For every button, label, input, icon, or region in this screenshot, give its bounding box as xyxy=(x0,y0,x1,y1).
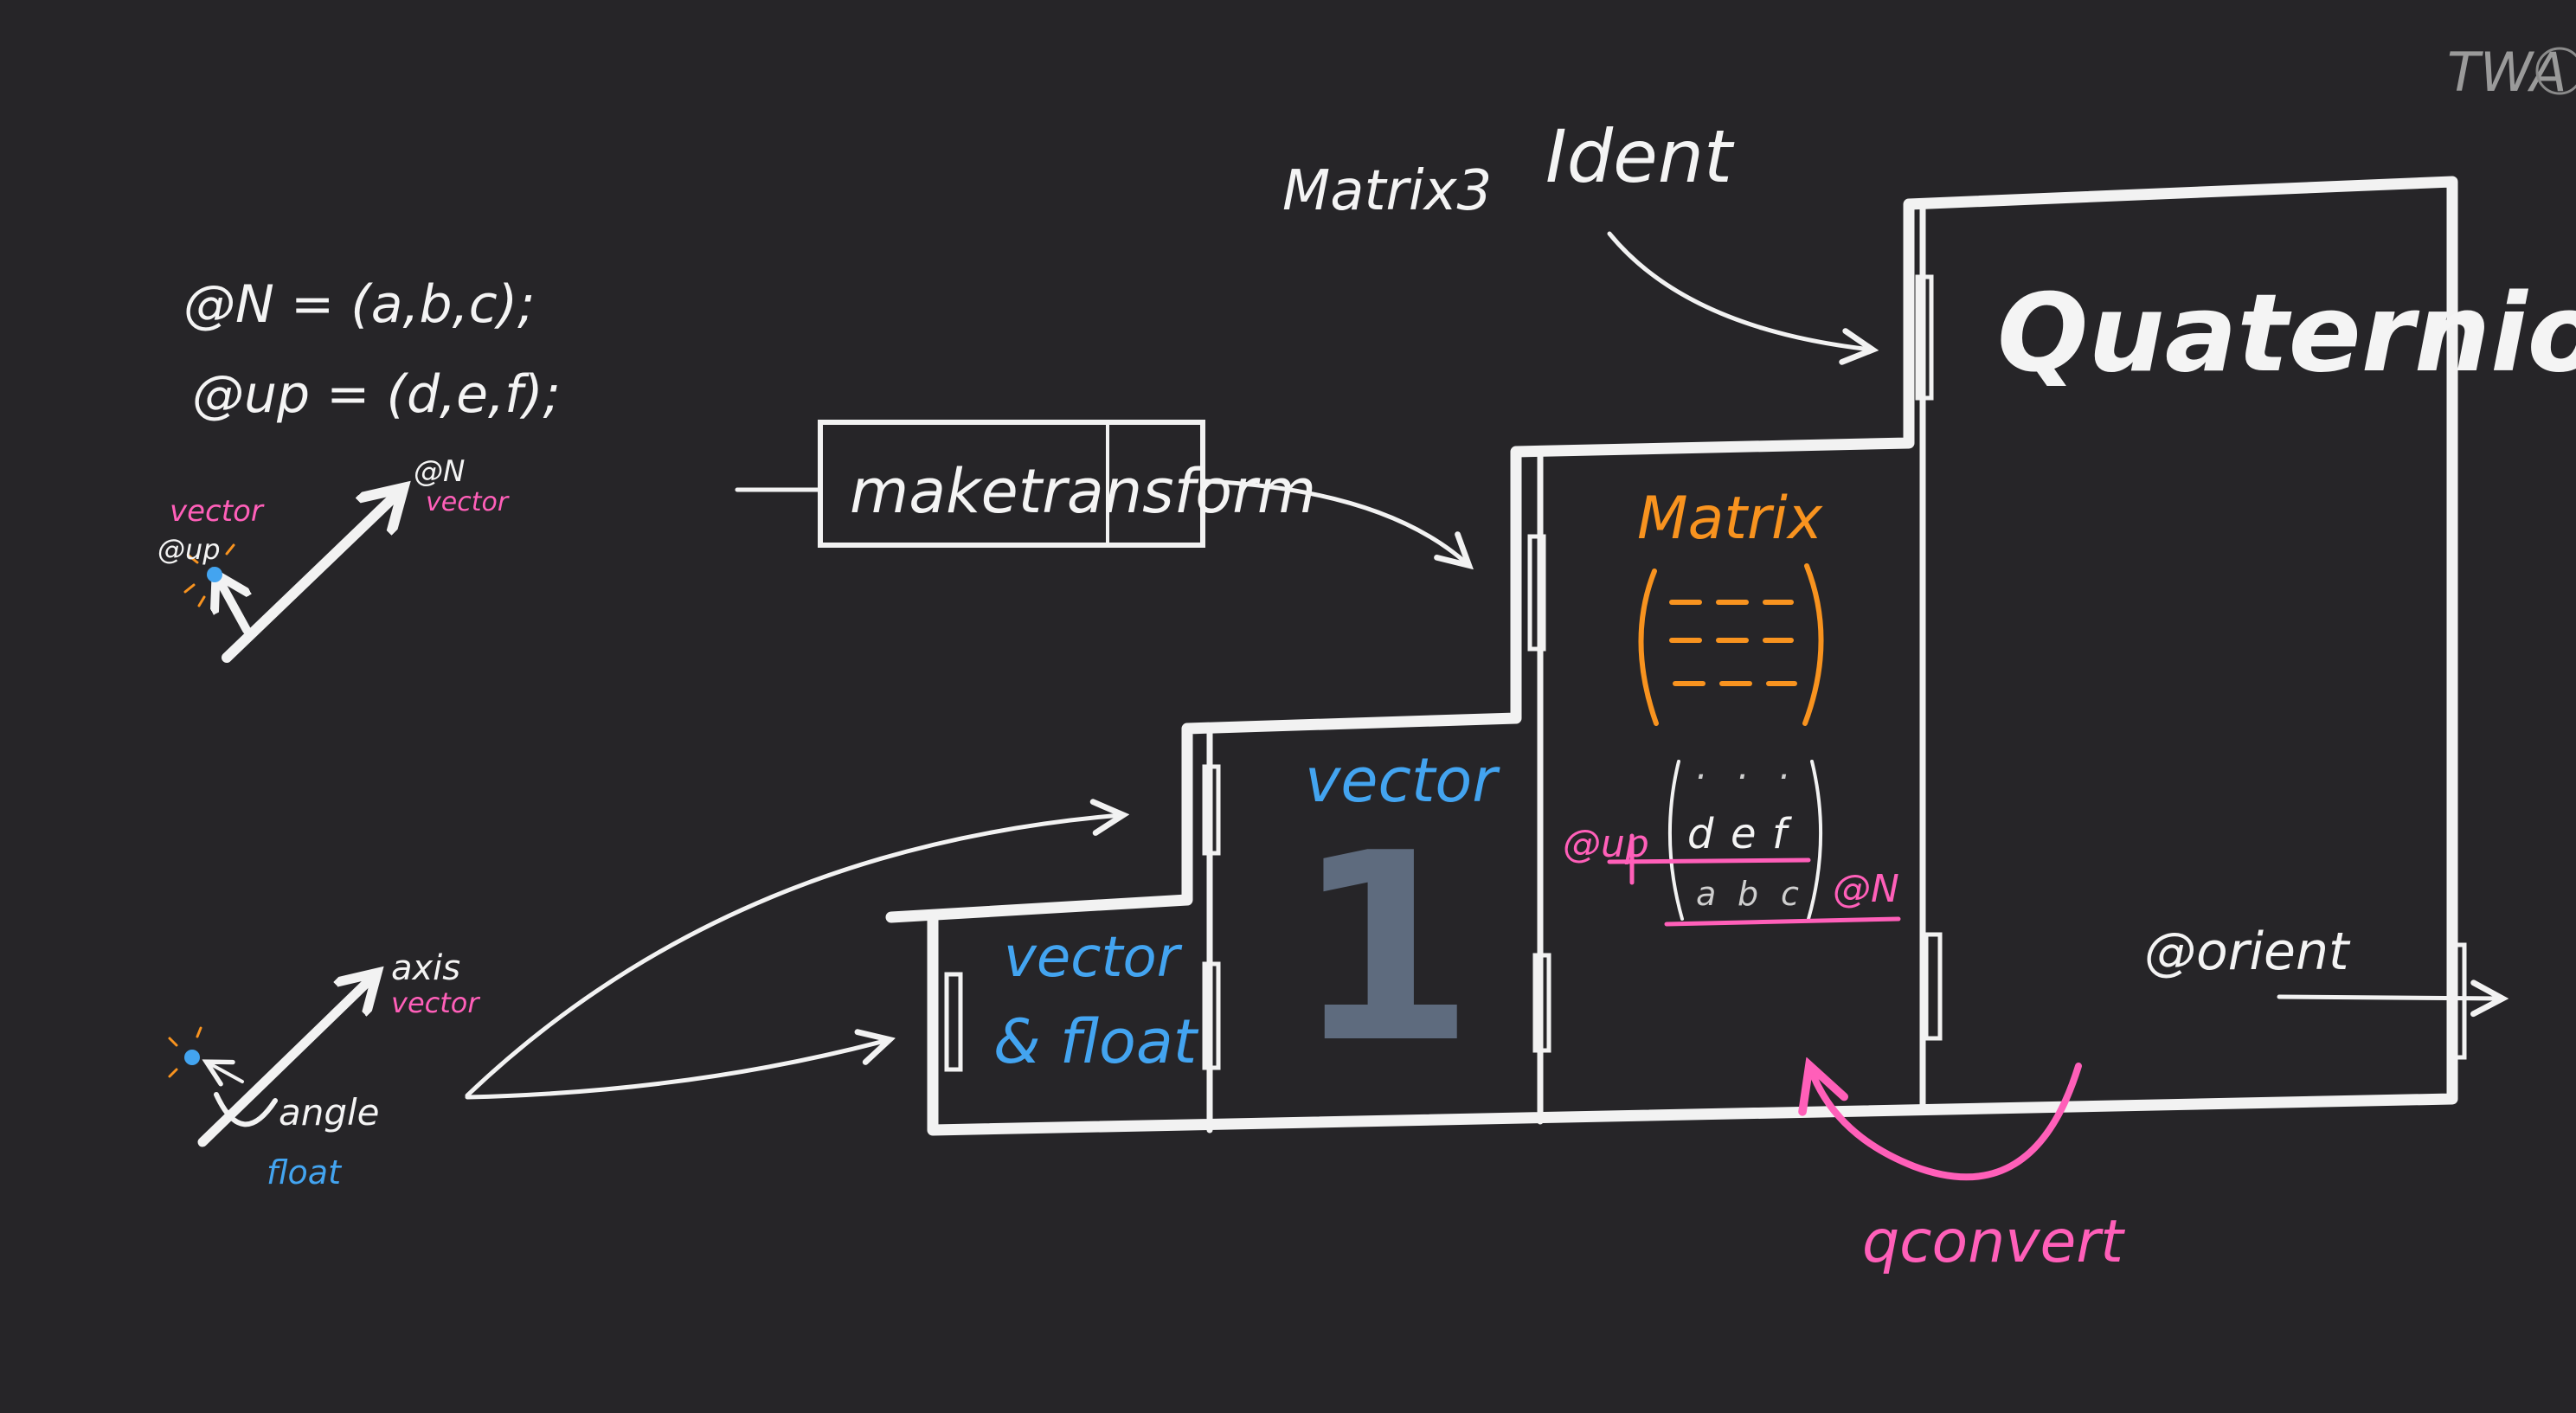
vector-float-subtitle: & float xyxy=(993,1006,1199,1077)
n-vector-arrow xyxy=(222,491,400,663)
up-type-label: vector xyxy=(170,494,265,529)
angle-label: angle xyxy=(279,1091,380,1134)
maketransform-box xyxy=(818,420,1205,548)
matrix-step: Matrix · · · d e f a b c @up @N xyxy=(1563,485,1901,927)
port-tab xyxy=(944,972,963,1072)
axis-sparkle-icon xyxy=(168,1026,202,1078)
angle-to-vector-float-arrow xyxy=(465,1040,888,1100)
matrix-cell-r1c3: · xyxy=(1777,755,1789,798)
axis-dot-icon xyxy=(184,1050,200,1065)
axis-label: axis xyxy=(391,948,460,988)
matrix-cell-r2c3: f xyxy=(1772,810,1792,858)
rotation-hint-arrow xyxy=(208,1063,244,1082)
port-tab xyxy=(2448,942,2467,1060)
matrix-up-label: @up xyxy=(1563,822,1649,866)
qconvert-label: qconvert xyxy=(1862,1208,2125,1276)
quaternion-title: Quaternion xyxy=(1997,272,2576,396)
quaternion-step: Quaternion @orient xyxy=(1997,272,2576,999)
staircase-outline xyxy=(885,176,2458,1136)
port-tab xyxy=(1202,764,1221,856)
up-row-underline xyxy=(1607,857,1811,864)
n-type-label: vector xyxy=(426,487,510,517)
matrix3-label: Matrix3 xyxy=(1282,159,1492,223)
up-vector-arrow xyxy=(218,578,247,634)
port-tab xyxy=(1915,274,1934,401)
pivot-dot-icon xyxy=(207,567,222,582)
orient-output-arrow xyxy=(2277,997,2501,999)
orient-label: @orient xyxy=(2144,922,2351,982)
vector-float-title: vector xyxy=(1004,926,1183,990)
matrix-cell-r2c1: d xyxy=(1687,810,1714,858)
step-staircase xyxy=(885,176,2467,1136)
ident-label: Ident xyxy=(1545,114,1735,199)
matrix-title: Matrix xyxy=(1637,485,1823,553)
matrix-cell-r3c3: c xyxy=(1781,875,1799,913)
logo-face-icon xyxy=(2535,47,2576,95)
port-tab xyxy=(1202,961,1221,1070)
matrix-n-label: @N xyxy=(1833,867,1899,911)
matrix-bracket-left xyxy=(1638,568,1659,726)
angle-type-label: float xyxy=(267,1153,343,1191)
matrix-cell-r3c2: b xyxy=(1738,875,1758,913)
n-row-underline xyxy=(1664,916,1901,927)
axis-to-vector-arrow xyxy=(465,815,1121,1098)
matrix-dashes xyxy=(1669,600,1797,686)
small-matrix-bracket-left xyxy=(1667,760,1684,921)
matrix-bracket-right xyxy=(1802,563,1824,726)
channel-logo: TWA xyxy=(2447,41,2576,104)
sparkle-icon xyxy=(183,543,235,607)
vector-one-title: vector xyxy=(1305,745,1500,816)
matrix-cell-r2c2: e xyxy=(1731,810,1757,858)
up-label: @up xyxy=(157,533,221,566)
top-vector-diagram: vector @up @N vector xyxy=(157,454,510,663)
vector-one-big-number: 1 xyxy=(1294,798,1475,1100)
qconvert-arrow xyxy=(1810,1066,2082,1181)
port-tab xyxy=(1924,932,1943,1041)
small-matrix-bracket-right xyxy=(1807,760,1823,921)
ident-arrow xyxy=(1607,231,1871,350)
matrix-cell-r1c2: · xyxy=(1736,755,1747,798)
axis-type-label: vector xyxy=(391,986,480,1019)
code-line-up: @up = (d,e,f); xyxy=(192,364,561,425)
maketransform-output-arrow xyxy=(1202,478,1468,564)
port-tab xyxy=(1532,953,1551,1053)
maketransform-label: maketransform xyxy=(850,456,1316,527)
maketransform-node: maketransform xyxy=(735,420,1468,564)
code-line-n: @N = (a,b,c); xyxy=(183,274,535,335)
n-label: @N xyxy=(414,454,465,489)
matrix-cell-r1c1: · xyxy=(1694,755,1706,798)
angle-arc xyxy=(214,1092,278,1127)
matrix-cell-r3c1: a xyxy=(1696,875,1716,913)
bottom-axis-diagram: axis vector angle float xyxy=(168,948,480,1191)
port-tab xyxy=(1527,534,1546,652)
